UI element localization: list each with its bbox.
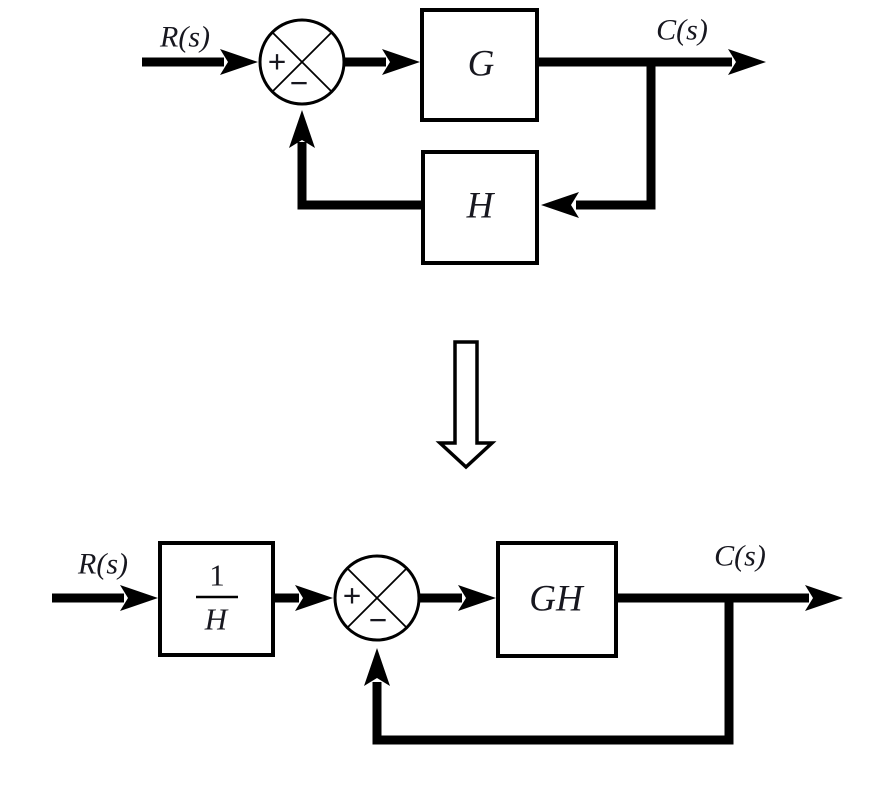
top-input-label: R(s) [159, 21, 210, 54]
top-output-label: C(s) [656, 14, 708, 47]
top-plus-sign: + [268, 45, 287, 81]
top-diagram: R(s) + − G C(s) H [142, 8, 766, 265]
bottom-output-label: C(s) [714, 540, 766, 573]
top-feedback-takeoff-line [576, 62, 656, 210]
top-junction-to-g-arrowhead-icon [382, 49, 420, 75]
top-input-arrowhead-icon [220, 49, 258, 75]
top-feedback-block [421, 150, 539, 265]
bottom-junction-to-gh-arrowhead-icon [458, 585, 496, 611]
top-output-arrowhead-icon [728, 49, 766, 75]
bottom-minus-sign: − [369, 603, 388, 639]
bottom-prefilter-to-junction-arrowhead-icon [295, 585, 333, 611]
bottom-input-label: R(s) [77, 548, 128, 581]
bottom-output-arrowhead-icon [805, 585, 843, 611]
top-feedback-block-label: H [466, 186, 496, 227]
bottom-prefilter-block [158, 541, 275, 657]
bottom-forward-block-label: GH [529, 579, 585, 620]
top-forward-block [420, 8, 539, 122]
top-feedback-return-line [297, 142, 423, 210]
bottom-feedback-loop-line [372, 598, 734, 745]
bottom-prefilter-denominator: H [204, 602, 229, 637]
bottom-plus-sign: + [343, 579, 362, 615]
bottom-forward-block [496, 541, 618, 658]
top-forward-block-label: G [468, 44, 495, 85]
top-feedback-into-junction-arrowhead-icon [289, 110, 315, 148]
bottom-prefilter-numerator: 1 [209, 558, 225, 593]
bottom-diagram: R(s) 1 H + − GH C( [52, 540, 843, 745]
bottom-input-arrowhead-icon [120, 585, 158, 611]
bottom-feedback-into-junction-arrowhead-icon [364, 648, 390, 686]
top-feedback-into-h-arrowhead-icon [541, 192, 579, 218]
transformation-down-arrow-icon [435, 340, 497, 470]
bottom-summing-junction-cross-line [346, 567, 408, 629]
top-summing-junction-cross-line [271, 31, 333, 93]
top-minus-sign: − [290, 66, 309, 102]
